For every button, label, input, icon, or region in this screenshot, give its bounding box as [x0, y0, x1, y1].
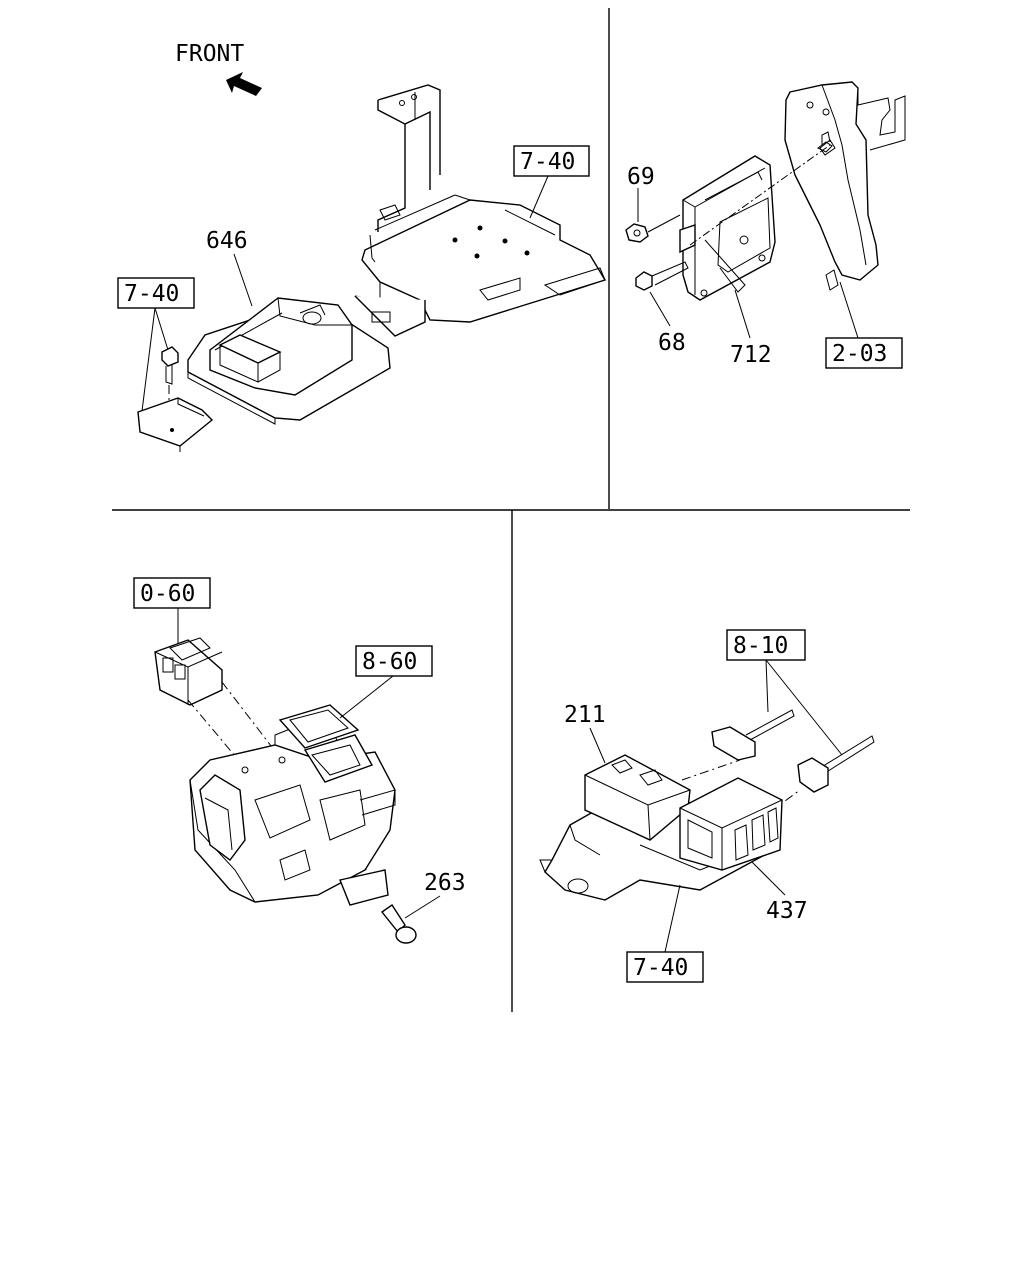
callout-263: 263: [424, 870, 466, 896]
panel-dividers: [112, 8, 910, 1012]
bolt: [161, 346, 179, 420]
nut: [625, 223, 649, 243]
callout-69: 69: [627, 164, 655, 190]
bolt: [635, 261, 689, 291]
ref-box-2-03: [825, 337, 903, 369]
front-label: FRONT: [175, 41, 244, 67]
ref-0-60: 0-60: [140, 581, 195, 607]
ref-7-40-top: 7-40: [520, 149, 575, 175]
heater-unit: [189, 704, 396, 906]
callout-712: 712: [730, 342, 772, 368]
mounting-plate: [354, 194, 607, 337]
harness-wires: [681, 709, 875, 813]
ref-box-left: [117, 277, 195, 309]
control-unit-712: [679, 139, 836, 301]
ref-box-top: [513, 145, 590, 177]
front-arrow-icon: [226, 72, 262, 96]
ref-8-10: 8-10: [733, 633, 788, 659]
panel-bottom-right: 8-10 211: [539, 629, 875, 983]
control-module-646: [187, 297, 391, 425]
panel-top-right: 2-03 69 68: [625, 81, 906, 369]
ref-7-40-left: 7-40: [124, 281, 179, 307]
relay-holder-437: [679, 777, 783, 871]
ref-2-03: 2-03: [832, 341, 887, 367]
callout-211: 211: [564, 702, 606, 728]
callout-437: 437: [766, 898, 808, 924]
ref-box-0-60: [133, 577, 211, 609]
panel-top-left: FRONT: [117, 41, 607, 452]
bolt: [380, 904, 417, 944]
ref-7-40-bottom: 7-40: [633, 955, 688, 981]
callout-68: 68: [658, 330, 686, 356]
panel-bottom-left: 0-60: [133, 577, 466, 944]
ref-box-7-40-bottom: [626, 951, 704, 983]
frame-bracket: [377, 84, 441, 232]
sensor-block: [154, 637, 223, 706]
mount-bracket: [784, 81, 906, 291]
callout-646: 646: [206, 228, 248, 254]
bracket-plate: [137, 397, 214, 452]
ref-box-8-60: [355, 645, 433, 677]
ref-8-60: 8-60: [362, 649, 417, 675]
